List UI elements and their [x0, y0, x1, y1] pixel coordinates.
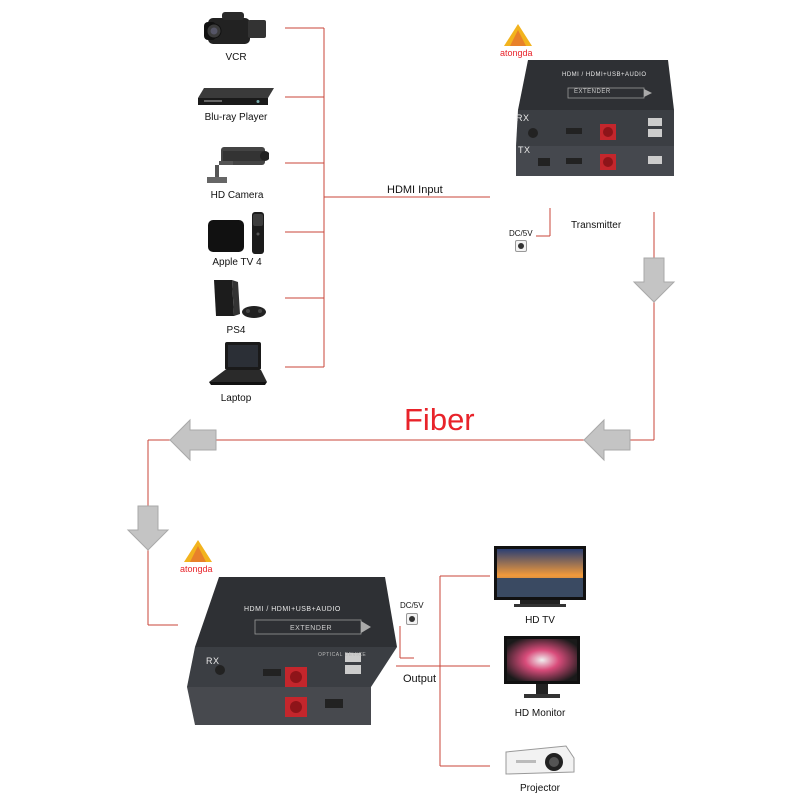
- transmitter-extender-device: [516, 60, 674, 176]
- arrow-left-mid: [169, 418, 217, 462]
- transmitter-tx-label: TX: [518, 145, 531, 155]
- output-label-hd-monitor: HD Monitor: [514, 708, 566, 719]
- vcr-camcorder-icon: [204, 12, 266, 44]
- arrow-down-left: [126, 505, 170, 551]
- receiver-title-text: HDMI / HDMI+USB+AUDIO: [244, 606, 341, 613]
- transmitter-extender-text: EXTENDER: [574, 89, 611, 95]
- transmitter-label: Transmitter: [571, 220, 622, 231]
- source-label-apple-tv: Apple TV 4: [212, 257, 262, 268]
- source-label-vcr: VCR: [225, 52, 247, 63]
- arrow-down-right: [632, 257, 676, 303]
- brand-text-bottom: atongda: [180, 564, 213, 574]
- transmitter-title-text: HDMI / HDMI+USB+AUDIO: [562, 72, 647, 78]
- projector-icon: [505, 745, 575, 775]
- fiber-label: Fiber: [404, 402, 475, 437]
- source-label-blu-ray: Blu-ray Player: [204, 112, 268, 123]
- receiver-extender-device: [187, 577, 397, 725]
- dc-power-port-bottom: [406, 613, 418, 625]
- brand-logo-top-icon: [504, 24, 532, 46]
- hd-camera-icon: [207, 147, 269, 183]
- source-label-ps4: PS4: [226, 325, 246, 336]
- output-label-projector: Projector: [519, 783, 560, 794]
- arrow-left-right: [583, 418, 631, 462]
- dc-power-port-top: [515, 240, 527, 252]
- transmitter-rx-label: RX: [516, 113, 530, 123]
- apple-tv-icon: [208, 212, 264, 254]
- source-label-laptop: Laptop: [220, 393, 252, 404]
- hdmi-input-label: HDMI Input: [387, 184, 443, 196]
- receiver-rx-label: RX: [206, 656, 220, 666]
- receiver-optical-text: OPTICAL DEVICE: [318, 652, 367, 658]
- receiver-extender-text: EXTENDER: [290, 625, 333, 632]
- brand-text-top: atongda: [500, 48, 533, 58]
- ps4-icon: [214, 280, 266, 318]
- hd-monitor-icon: [504, 636, 580, 698]
- brand-logo-bottom-icon: [184, 540, 212, 562]
- source-label-hd-camera: HD Camera: [210, 190, 264, 201]
- hd-tv-icon: [494, 546, 586, 607]
- output-label: Output: [403, 673, 437, 685]
- output-label-hd-tv: HD TV: [525, 615, 555, 626]
- laptop-icon: [209, 342, 267, 385]
- dc-label-bottom: DC/5V: [400, 601, 424, 610]
- blu-ray-player-icon: [198, 88, 274, 105]
- dc-label-top: DC/5V: [509, 229, 533, 238]
